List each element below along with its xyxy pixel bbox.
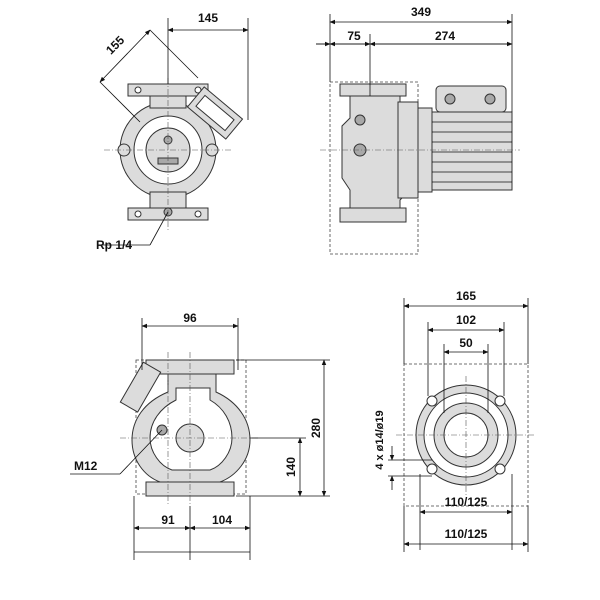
view-side-top: 349 75 274 bbox=[316, 5, 520, 255]
bolt-hole bbox=[426, 395, 438, 407]
bolt-hole bbox=[494, 395, 506, 407]
thread-label: M12 bbox=[74, 459, 98, 473]
dim-pcd-2-label: 110/125 bbox=[445, 527, 488, 541]
dim-274-label: 274 bbox=[435, 29, 455, 43]
bl-terminal-box bbox=[119, 361, 162, 413]
dim-91-label: 91 bbox=[161, 513, 175, 527]
dim-280-label: 280 bbox=[309, 418, 323, 438]
dim-140-label: 140 bbox=[284, 457, 298, 477]
side-flange-top bbox=[339, 83, 407, 97]
dim-155-label: 155 bbox=[103, 33, 127, 57]
bolt-hole bbox=[426, 463, 438, 475]
dim-145-label: 145 bbox=[198, 11, 218, 25]
dim-75-label: 75 bbox=[347, 29, 361, 43]
view-front-top: 145 155 Rp 1/4 bbox=[96, 11, 249, 252]
dim-96-label: 96 bbox=[183, 311, 197, 325]
dim-104-label: 104 bbox=[212, 513, 232, 527]
dim-165-label: 165 bbox=[456, 289, 476, 303]
view-flange-bottom: 165 102 50 4 x ø14/ø19 110/125 110/125 bbox=[374, 289, 536, 552]
port-label: Rp 1/4 bbox=[96, 238, 132, 252]
side-terminal-box bbox=[435, 85, 507, 113]
dim-50-label: 50 bbox=[459, 336, 473, 350]
motor-fins bbox=[432, 121, 512, 183]
side-flange-bottom bbox=[339, 207, 407, 223]
motor bbox=[431, 111, 513, 191]
bolt-hole bbox=[494, 463, 506, 475]
dim-102-label: 102 bbox=[456, 313, 476, 327]
dim-pcd-1-label: 110/125 bbox=[445, 495, 488, 509]
view-front-bottom: 96 280 140 91 104 M12 bbox=[70, 311, 330, 560]
dim-349-label: 349 bbox=[411, 5, 431, 19]
dim-holes-label: 4 x ø14/ø19 bbox=[374, 410, 386, 469]
